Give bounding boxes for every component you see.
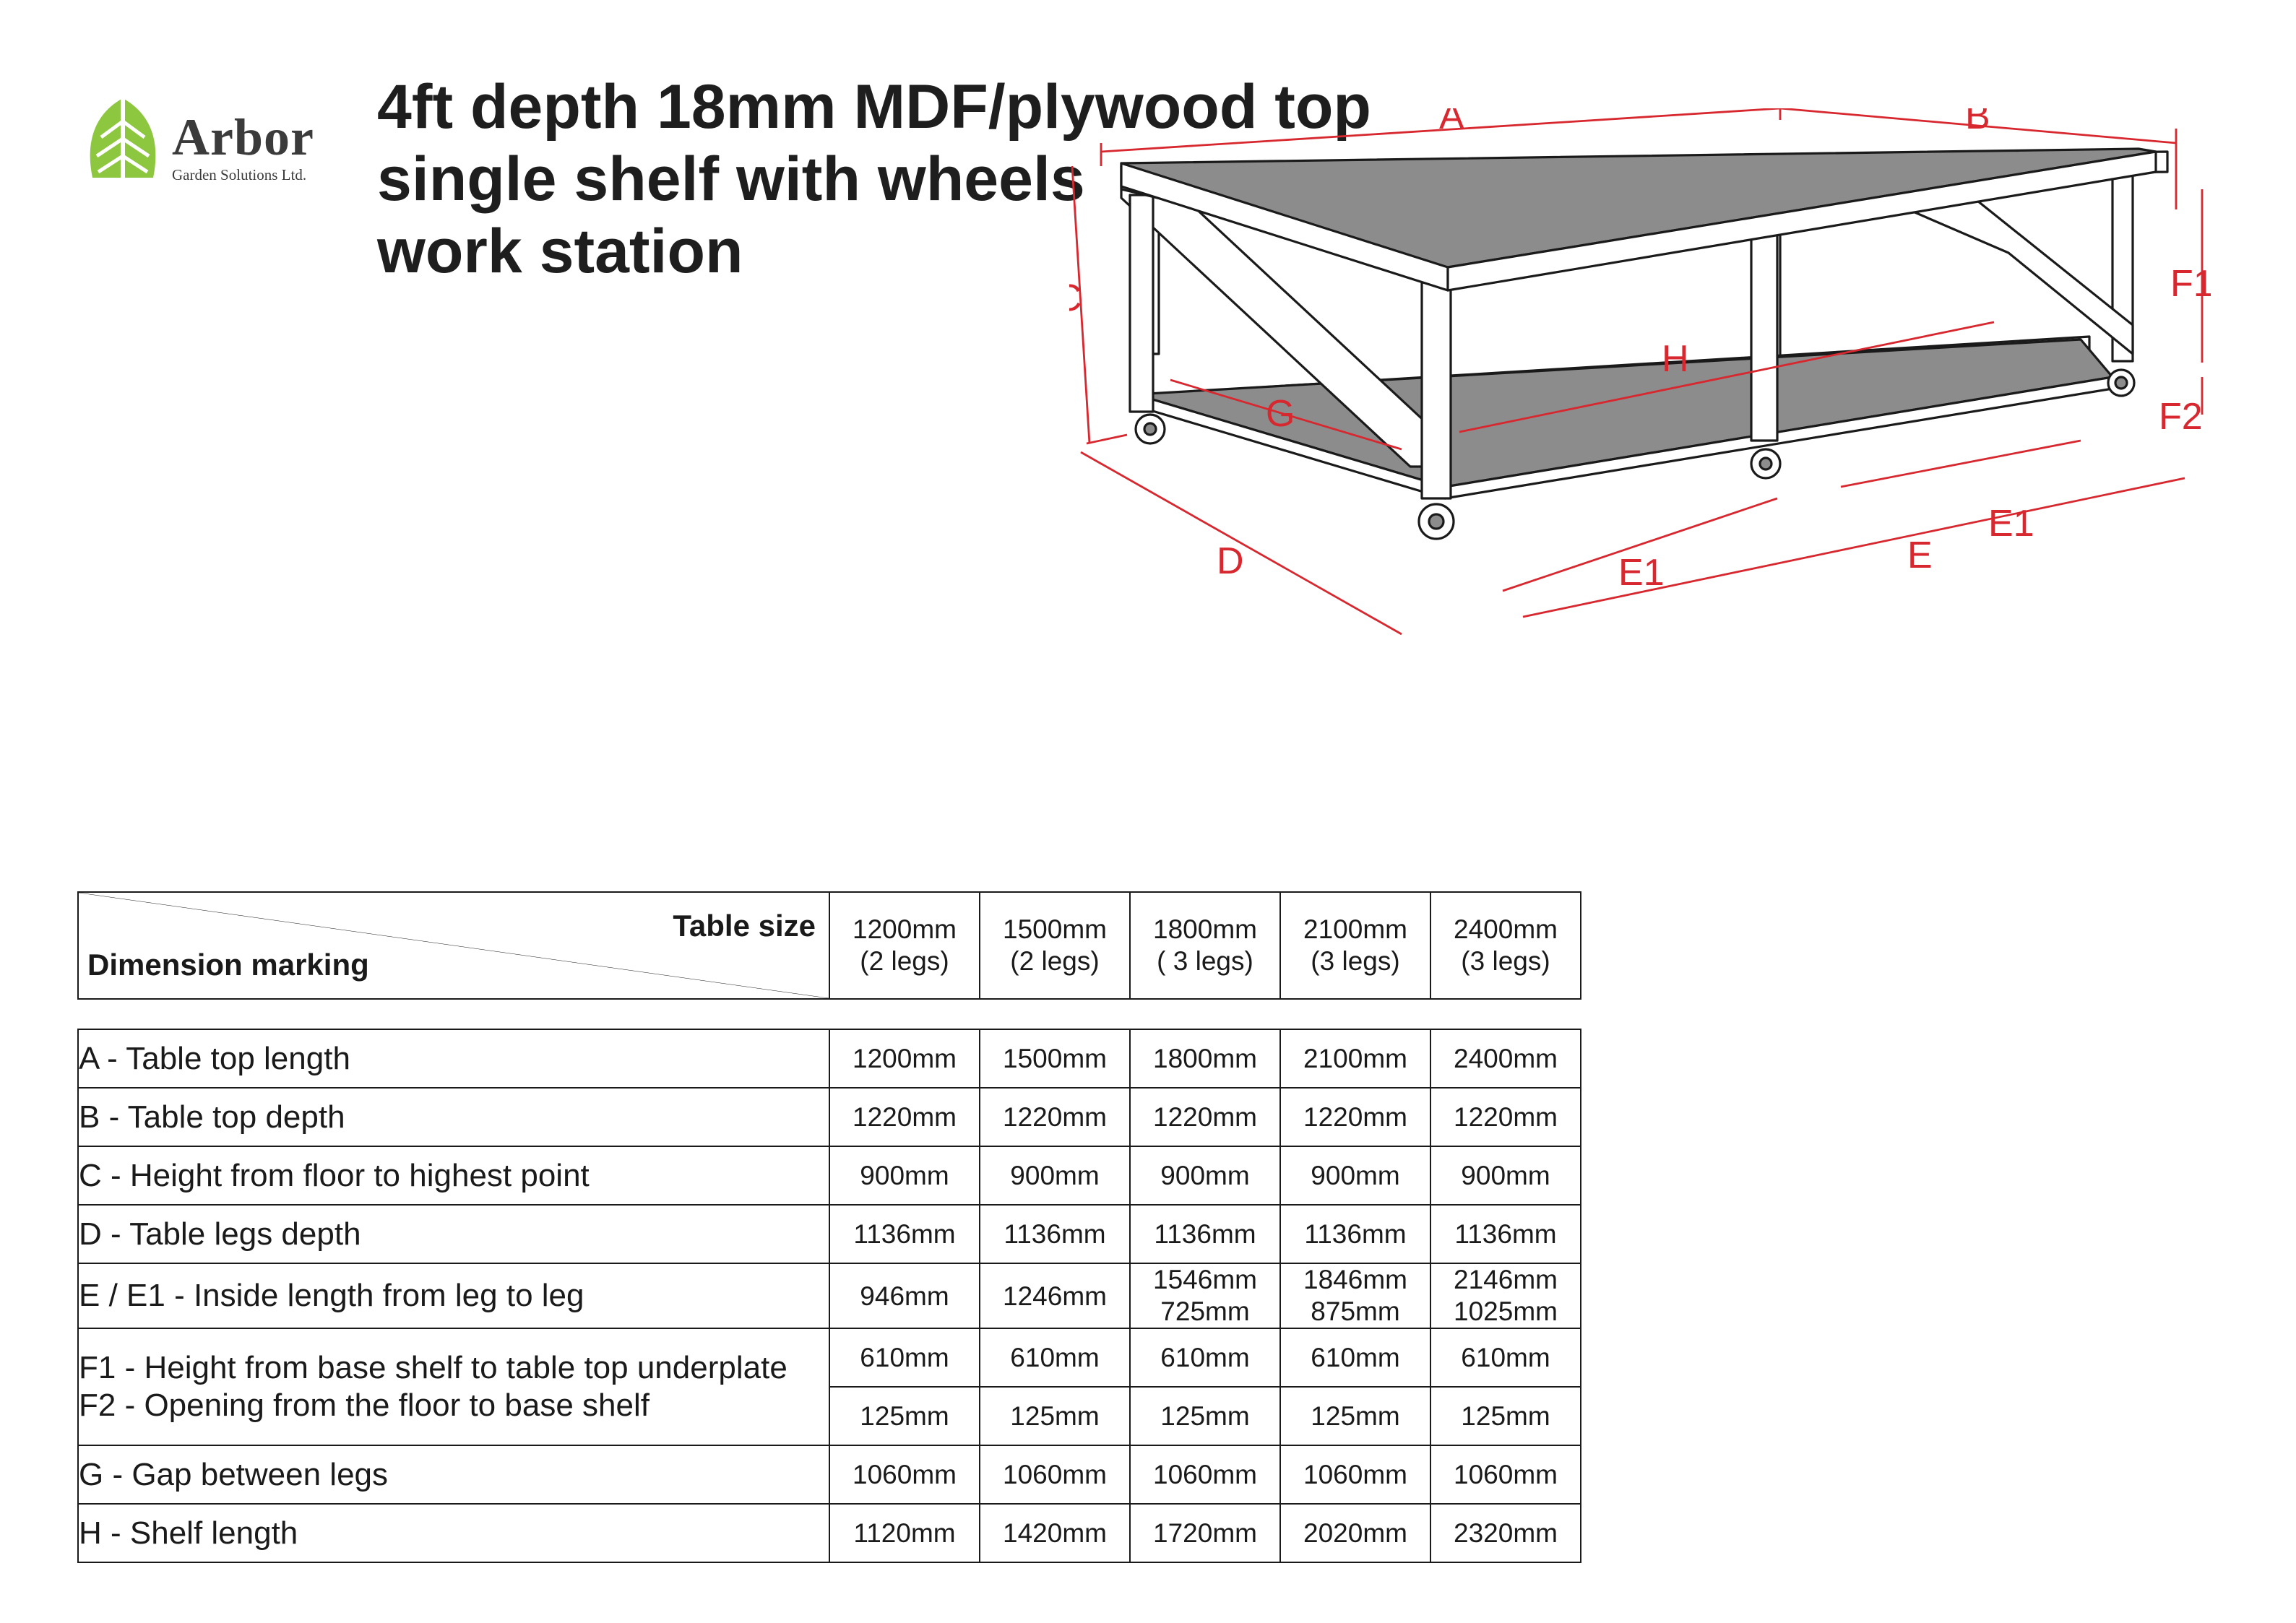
dim-label-b: B	[1965, 108, 1990, 137]
workstation-drawing: A B C D E E1 E1 F1 F2 G H	[1069, 108, 2211, 636]
dim-label-e1-back: E1	[1988, 503, 2034, 545]
size-column-header: 1500mm(2 legs)	[979, 891, 1131, 1000]
logo-name: Arbor	[172, 108, 314, 166]
title-line-1: 4ft depth 18mm MDF/plywood top	[377, 72, 1371, 142]
table-row: B - Table top depth 1220mm 1220mm 1220mm…	[77, 1087, 1581, 1147]
dim-label-f1: F1	[2170, 263, 2211, 305]
front-left-leg	[1420, 266, 1452, 500]
f2-label: F2 - Opening from the floor to base shel…	[79, 1388, 649, 1423]
size-column-header: 2400mm(3 legs)	[1430, 891, 1581, 1000]
title-line-3: work station	[377, 217, 743, 286]
corner-cell: Table size Dimension marking	[77, 891, 830, 1000]
dim-label-a: A	[1439, 108, 1464, 137]
dim-label-c: C	[1069, 277, 1082, 319]
dim-label-e: E	[1907, 534, 1933, 576]
table-row: G - Gap between legs 1060mm 1060mm 1060m…	[77, 1445, 1581, 1505]
dimension-lines	[1071, 108, 2204, 636]
title-line-2: single shelf with wheels	[377, 144, 1085, 214]
product-title: 4ft depth 18mm MDF/plywood top single sh…	[377, 71, 1371, 287]
dimension-table: A - Table top length 1200mm 1500mm 1800m…	[77, 1029, 1581, 1563]
back-right-brace	[1880, 196, 2134, 355]
front-middle-leg	[1750, 231, 1779, 442]
table-size-heading: Table size	[673, 909, 816, 943]
wheel-icon	[2107, 368, 2136, 397]
wheel-icon	[1134, 413, 1166, 445]
front-left-back-leg	[1128, 194, 1155, 413]
dim-label-h: H	[1662, 338, 1689, 380]
wheel-icon	[1750, 448, 1782, 480]
dimension-marking-heading: Dimension marking	[87, 948, 369, 982]
size-column-header: 1200mm(2 legs)	[829, 891, 980, 1000]
table-row: E / E1 - Inside length from leg to leg 9…	[77, 1263, 1581, 1329]
dim-label-d: D	[1217, 540, 1244, 582]
table-row: C - Height from floor to highest point 9…	[77, 1146, 1581, 1206]
table-top-front-edge	[1446, 150, 2157, 292]
table-row: A - Table top length 1200mm 1500mm 1800m…	[77, 1029, 1581, 1089]
logo-subtitle: Garden Solutions Ltd.	[172, 166, 307, 183]
wheel-icon	[1417, 503, 1455, 540]
dim-label-f2: F2	[2159, 396, 2203, 438]
dim-label-e1-front: E1	[1618, 552, 1665, 594]
size-column-header: 2100mm(3 legs)	[1279, 891, 1431, 1000]
table-row: D - Table legs depth 1136mm 1136mm 1136m…	[77, 1204, 1581, 1264]
table-row: F1 - Height from base shelf to table top…	[77, 1328, 1581, 1446]
leaf-logo-icon	[90, 98, 156, 181]
arbor-logo: Arbor Garden Solutions Ltd.	[79, 92, 340, 194]
dim-label-g: G	[1266, 393, 1295, 435]
f1-label: F1 - Height from base shelf to table top…	[79, 1350, 787, 1385]
size-header-table: Table size Dimension marking 1200mm(2 le…	[77, 891, 1581, 1000]
table-row: H - Shelf length 1120mm 1420mm 1720mm 20…	[77, 1503, 1581, 1563]
table-row: 125mm 125mm 125mm 125mm 125mm	[78, 1386, 1581, 1446]
size-column-header: 1800mm( 3 legs)	[1129, 891, 1281, 1000]
